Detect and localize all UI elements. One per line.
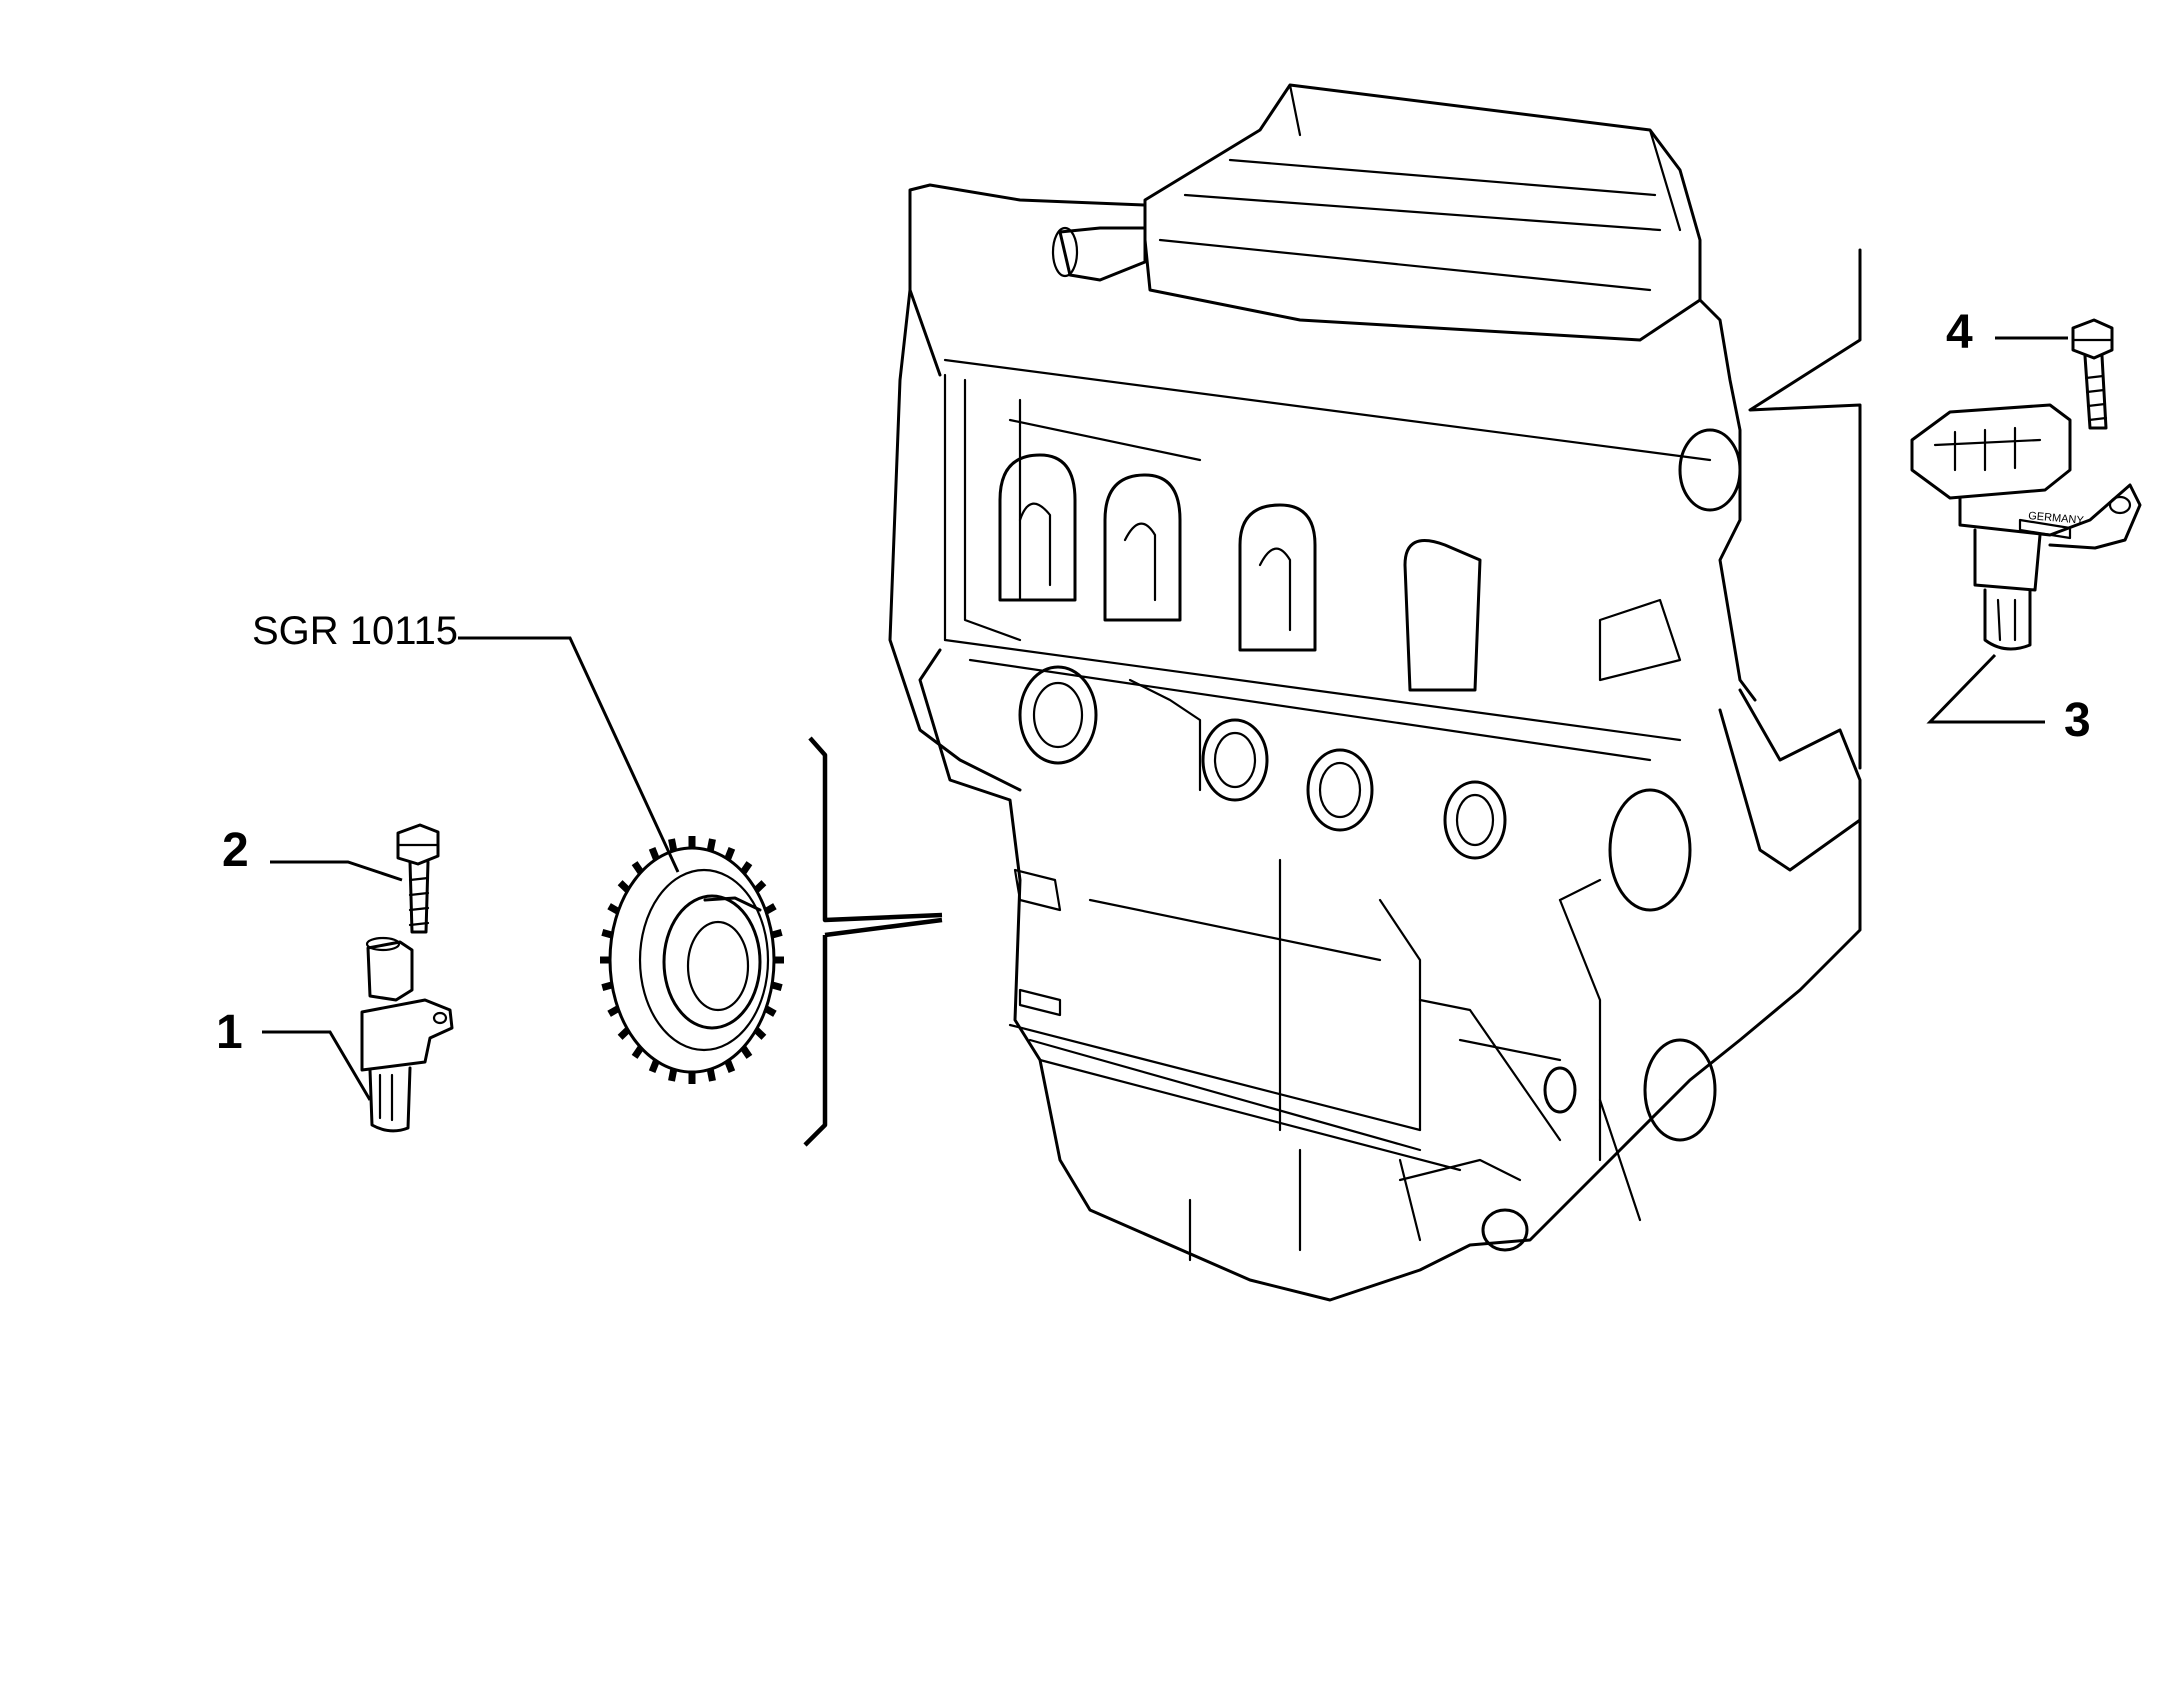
camshaft-sensor-icon (1910, 403, 2142, 651)
engine-block-icon (888, 83, 1862, 1302)
crankshaft-sensor-icon (360, 936, 454, 1133)
reference-label: SGR 10115 (252, 609, 458, 653)
tone-wheel-tooth (764, 1005, 777, 1017)
left-bracket (803, 736, 943, 1147)
tone-wheel-tooth (631, 1045, 644, 1059)
sensor-marking: GERMANY (2028, 510, 2085, 527)
tone-wheel-tooth (648, 847, 660, 861)
tone-wheel-tooth (706, 1068, 716, 1082)
tone-wheel-tooth (753, 1027, 767, 1040)
tone-wheel-tooth (770, 929, 783, 939)
tone-wheel-tooth (740, 1045, 753, 1059)
bolt-icon (396, 823, 440, 934)
tone-wheel-tooth (631, 861, 644, 875)
tone-wheel-tooth (607, 903, 620, 915)
tone-wheel-tooth (724, 847, 736, 861)
tone-wheel-tooth (607, 1005, 620, 1017)
callout-3: 3 (2064, 694, 2091, 747)
tone-wheel-tooth (770, 981, 783, 991)
leader-ref (458, 636, 680, 873)
tone-wheel-tooth (601, 981, 614, 991)
tone-wheel-tooth (706, 838, 716, 852)
callout-2: 2 (222, 824, 249, 877)
leader-3 (1926, 653, 2045, 724)
tone-wheel-tooth (764, 903, 777, 915)
tone-wheel-tooth (668, 1068, 678, 1082)
bolt-icon (2071, 318, 2114, 430)
right-bracket (1748, 248, 1862, 770)
tone-wheel-tooth (668, 838, 678, 852)
tone-wheel-tooth (617, 1027, 631, 1040)
tone-wheel-tooth (724, 1059, 736, 1073)
tone-wheel-tooth (740, 861, 753, 875)
tone-wheel-tooth (753, 880, 767, 893)
tone-wheel-tooth (601, 929, 614, 939)
tone-wheel-tooth (617, 880, 631, 893)
tone-wheel-tooth (648, 1059, 660, 1073)
leader-2 (270, 860, 403, 882)
callout-1: 1 (216, 1006, 243, 1059)
leader-1 (262, 1030, 372, 1101)
callout-4: 4 (1946, 306, 1973, 359)
tone-wheel-icon (600, 836, 784, 1084)
